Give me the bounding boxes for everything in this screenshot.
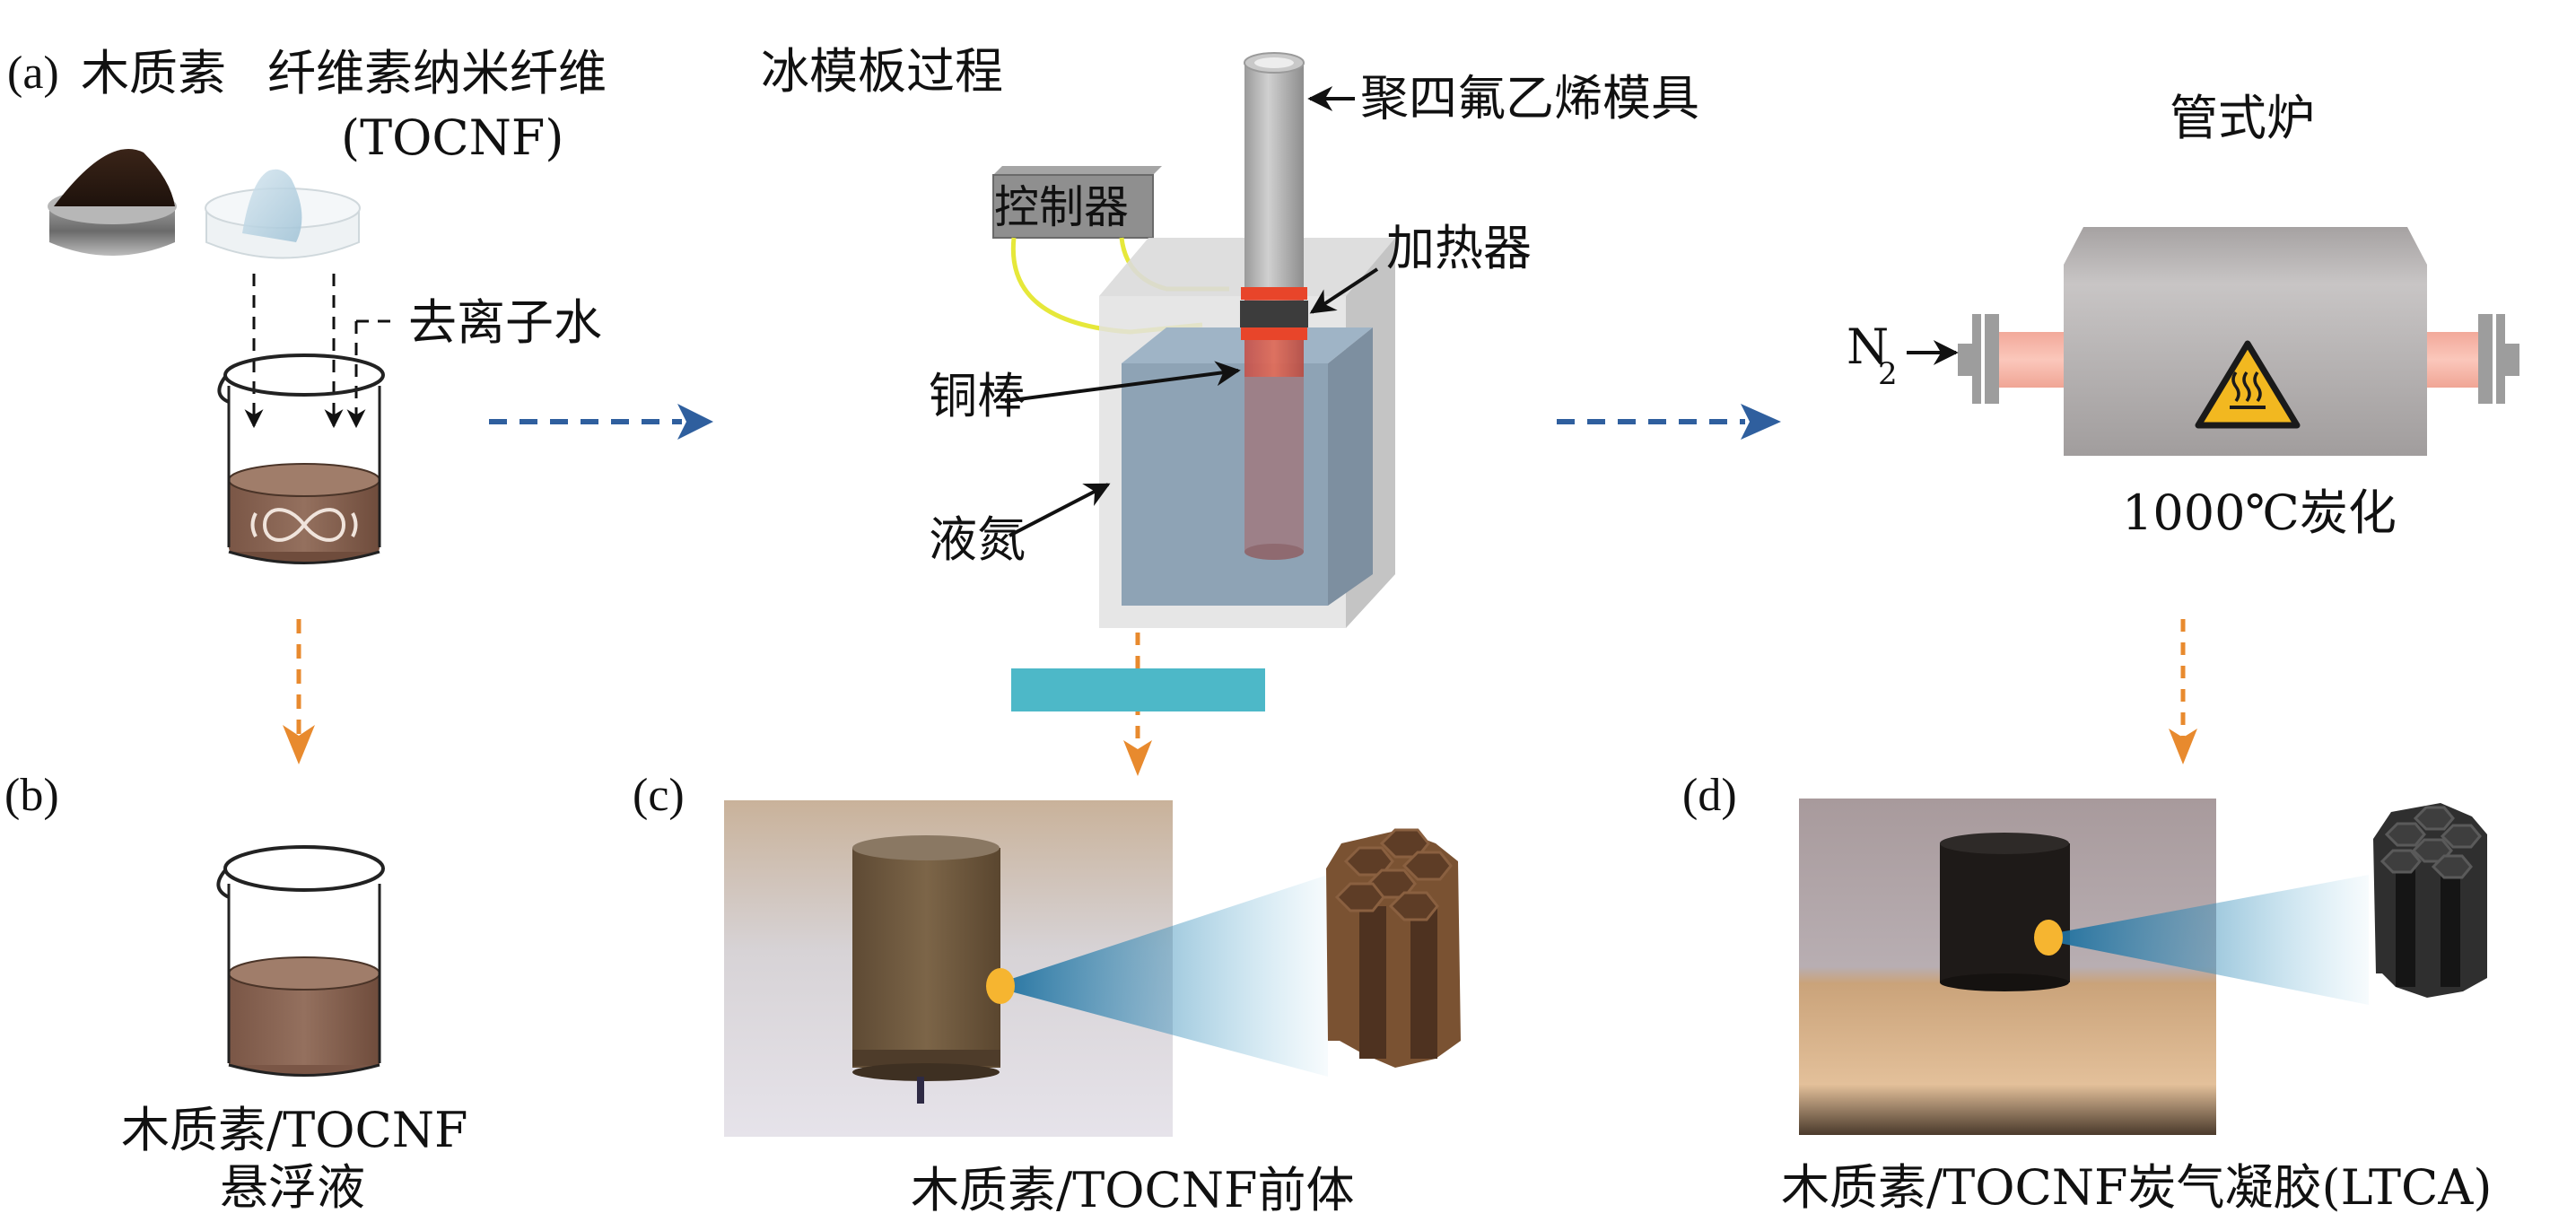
zoom-cone-d bbox=[2055, 875, 2369, 1005]
freeze-dry-bar bbox=[1011, 668, 1265, 711]
lignin-label: 木质素 bbox=[81, 45, 226, 101]
furnace-title: 管式炉 bbox=[2170, 90, 2315, 146]
heater-label: 加热器 bbox=[1386, 220, 1532, 276]
tocnf-label-line1: 纤维素纳米纤维 bbox=[267, 45, 607, 101]
carbon-aerogel-label: 木质素/TOCNF炭气凝胶(LTCA) bbox=[1781, 1159, 2492, 1216]
heater-pointer bbox=[1309, 267, 1379, 314]
highlight-dot-c bbox=[986, 968, 1015, 1004]
flow-arrow-to-carbon-aerogel bbox=[2169, 619, 2197, 764]
tocnf-label-line2: (TOCNF) bbox=[341, 109, 563, 166]
suspension-label-line2: 悬浮液 bbox=[220, 1159, 365, 1216]
flow-arrow-to-furnace bbox=[1557, 404, 1781, 440]
precursor-label: 木质素/TOCNF前体 bbox=[911, 1162, 1355, 1218]
liquid-nitrogen-pointer bbox=[1009, 483, 1111, 537]
flow-arrow-to-precursor bbox=[1123, 633, 1152, 776]
carbonization-label: 1000℃炭化 bbox=[2122, 484, 2397, 541]
nitrogen-gas-label: N bbox=[1847, 319, 1889, 375]
panel-label-c: (c) bbox=[633, 770, 685, 821]
deionized-water-label: 去离子水 bbox=[408, 294, 602, 351]
panel-label-a: (a) bbox=[7, 48, 59, 99]
ptfe-mold bbox=[1244, 52, 1305, 296]
suspension-beaker-icon bbox=[216, 845, 385, 1077]
zoom-cone-c bbox=[1000, 875, 1328, 1077]
carbon-aerogel-photo bbox=[1799, 799, 2216, 1135]
controller-label: 控制器 bbox=[994, 181, 1129, 233]
mixing-beaker-icon bbox=[217, 354, 385, 564]
flow-arrow-to-suspension bbox=[283, 619, 315, 764]
liquid-nitrogen-label: 液氮 bbox=[929, 511, 1026, 568]
controller-box bbox=[992, 166, 1162, 239]
ice-template-title: 冰模板过程 bbox=[761, 43, 1003, 100]
ptfe-mold-label: 聚四氟乙烯模具 bbox=[1360, 70, 1699, 127]
carbon-honeycomb-icon bbox=[2373, 803, 2487, 998]
panel-label-b: (b) bbox=[4, 770, 59, 821]
tube-furnace bbox=[1958, 227, 2519, 456]
flow-arrow-to-ice-template bbox=[489, 404, 713, 440]
highlight-dot-d bbox=[2034, 920, 2063, 956]
copper-rod-label: 铜棒 bbox=[929, 368, 1026, 424]
heater-ring bbox=[1240, 287, 1308, 340]
hot-surface-warning-icon bbox=[2195, 340, 2301, 429]
infinity-stir-icon bbox=[250, 508, 358, 542]
ingredient-drop-lines bbox=[244, 274, 395, 429]
tocnf-gel-dish-icon bbox=[205, 169, 361, 259]
panel-label-d: (d) bbox=[1682, 770, 1737, 821]
precursor-honeycomb-icon bbox=[1326, 828, 1461, 1068]
lignin-powder-dish-icon bbox=[48, 149, 177, 256]
nitrogen-gas-subscript: 2 bbox=[1878, 356, 1898, 392]
copper-rod-pointer bbox=[1004, 361, 1241, 403]
suspension-label-line1: 木质素/TOCNF bbox=[121, 1102, 468, 1158]
